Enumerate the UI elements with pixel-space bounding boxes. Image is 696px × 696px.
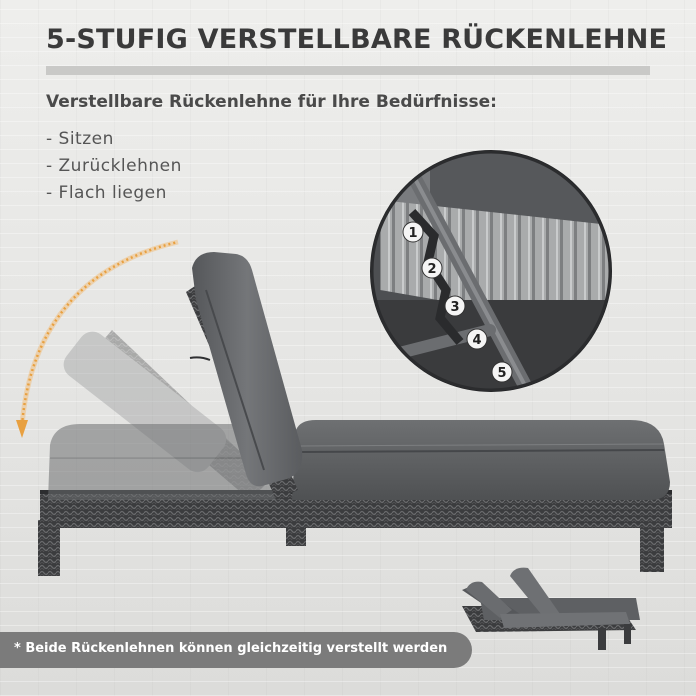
svg-text:1: 1 bbox=[408, 226, 417, 241]
lounger-frame bbox=[38, 490, 672, 576]
zoom-detail bbox=[370, 150, 612, 392]
svg-text:4: 4 bbox=[472, 333, 481, 348]
step-marker-3: 3 bbox=[444, 295, 466, 317]
svg-text:2: 2 bbox=[427, 262, 436, 277]
page-title: 5-STUFIG VERSTELLBARE RÜCKENLEHNE bbox=[46, 24, 668, 55]
backrest-upright bbox=[186, 252, 303, 500]
feature-item-flach-liegen: - Flach liegen bbox=[46, 183, 167, 203]
adjust-arrow-icon bbox=[16, 239, 179, 438]
thumbnail-two-loungers bbox=[462, 567, 640, 650]
feature-list: - Sitzen - Zurücklehnen - Flach liegen bbox=[46, 128, 182, 209]
step-marker-5: 5 bbox=[491, 361, 513, 383]
seat-cushion bbox=[292, 420, 670, 500]
title-underline bbox=[46, 66, 650, 75]
svg-text:3: 3 bbox=[450, 300, 459, 315]
subtitle: Verstellbare Rückenlehne für Ihre Bedürf… bbox=[46, 92, 497, 112]
step-marker-1: 1 bbox=[402, 221, 424, 243]
step-marker-2: 2 bbox=[421, 257, 443, 279]
footnote-text: * Beide Rückenlehnen können gleichzeitig… bbox=[14, 641, 448, 656]
step-marker-4: 4 bbox=[466, 328, 488, 350]
footnote-banner bbox=[0, 632, 472, 668]
svg-text:5: 5 bbox=[497, 366, 506, 381]
step-markers: 1 2 3 4 5 bbox=[402, 221, 513, 383]
feature-item-sitzen: - Sitzen bbox=[46, 129, 114, 149]
feature-item-zuruecklehnen: - Zurücklehnen bbox=[46, 156, 182, 176]
